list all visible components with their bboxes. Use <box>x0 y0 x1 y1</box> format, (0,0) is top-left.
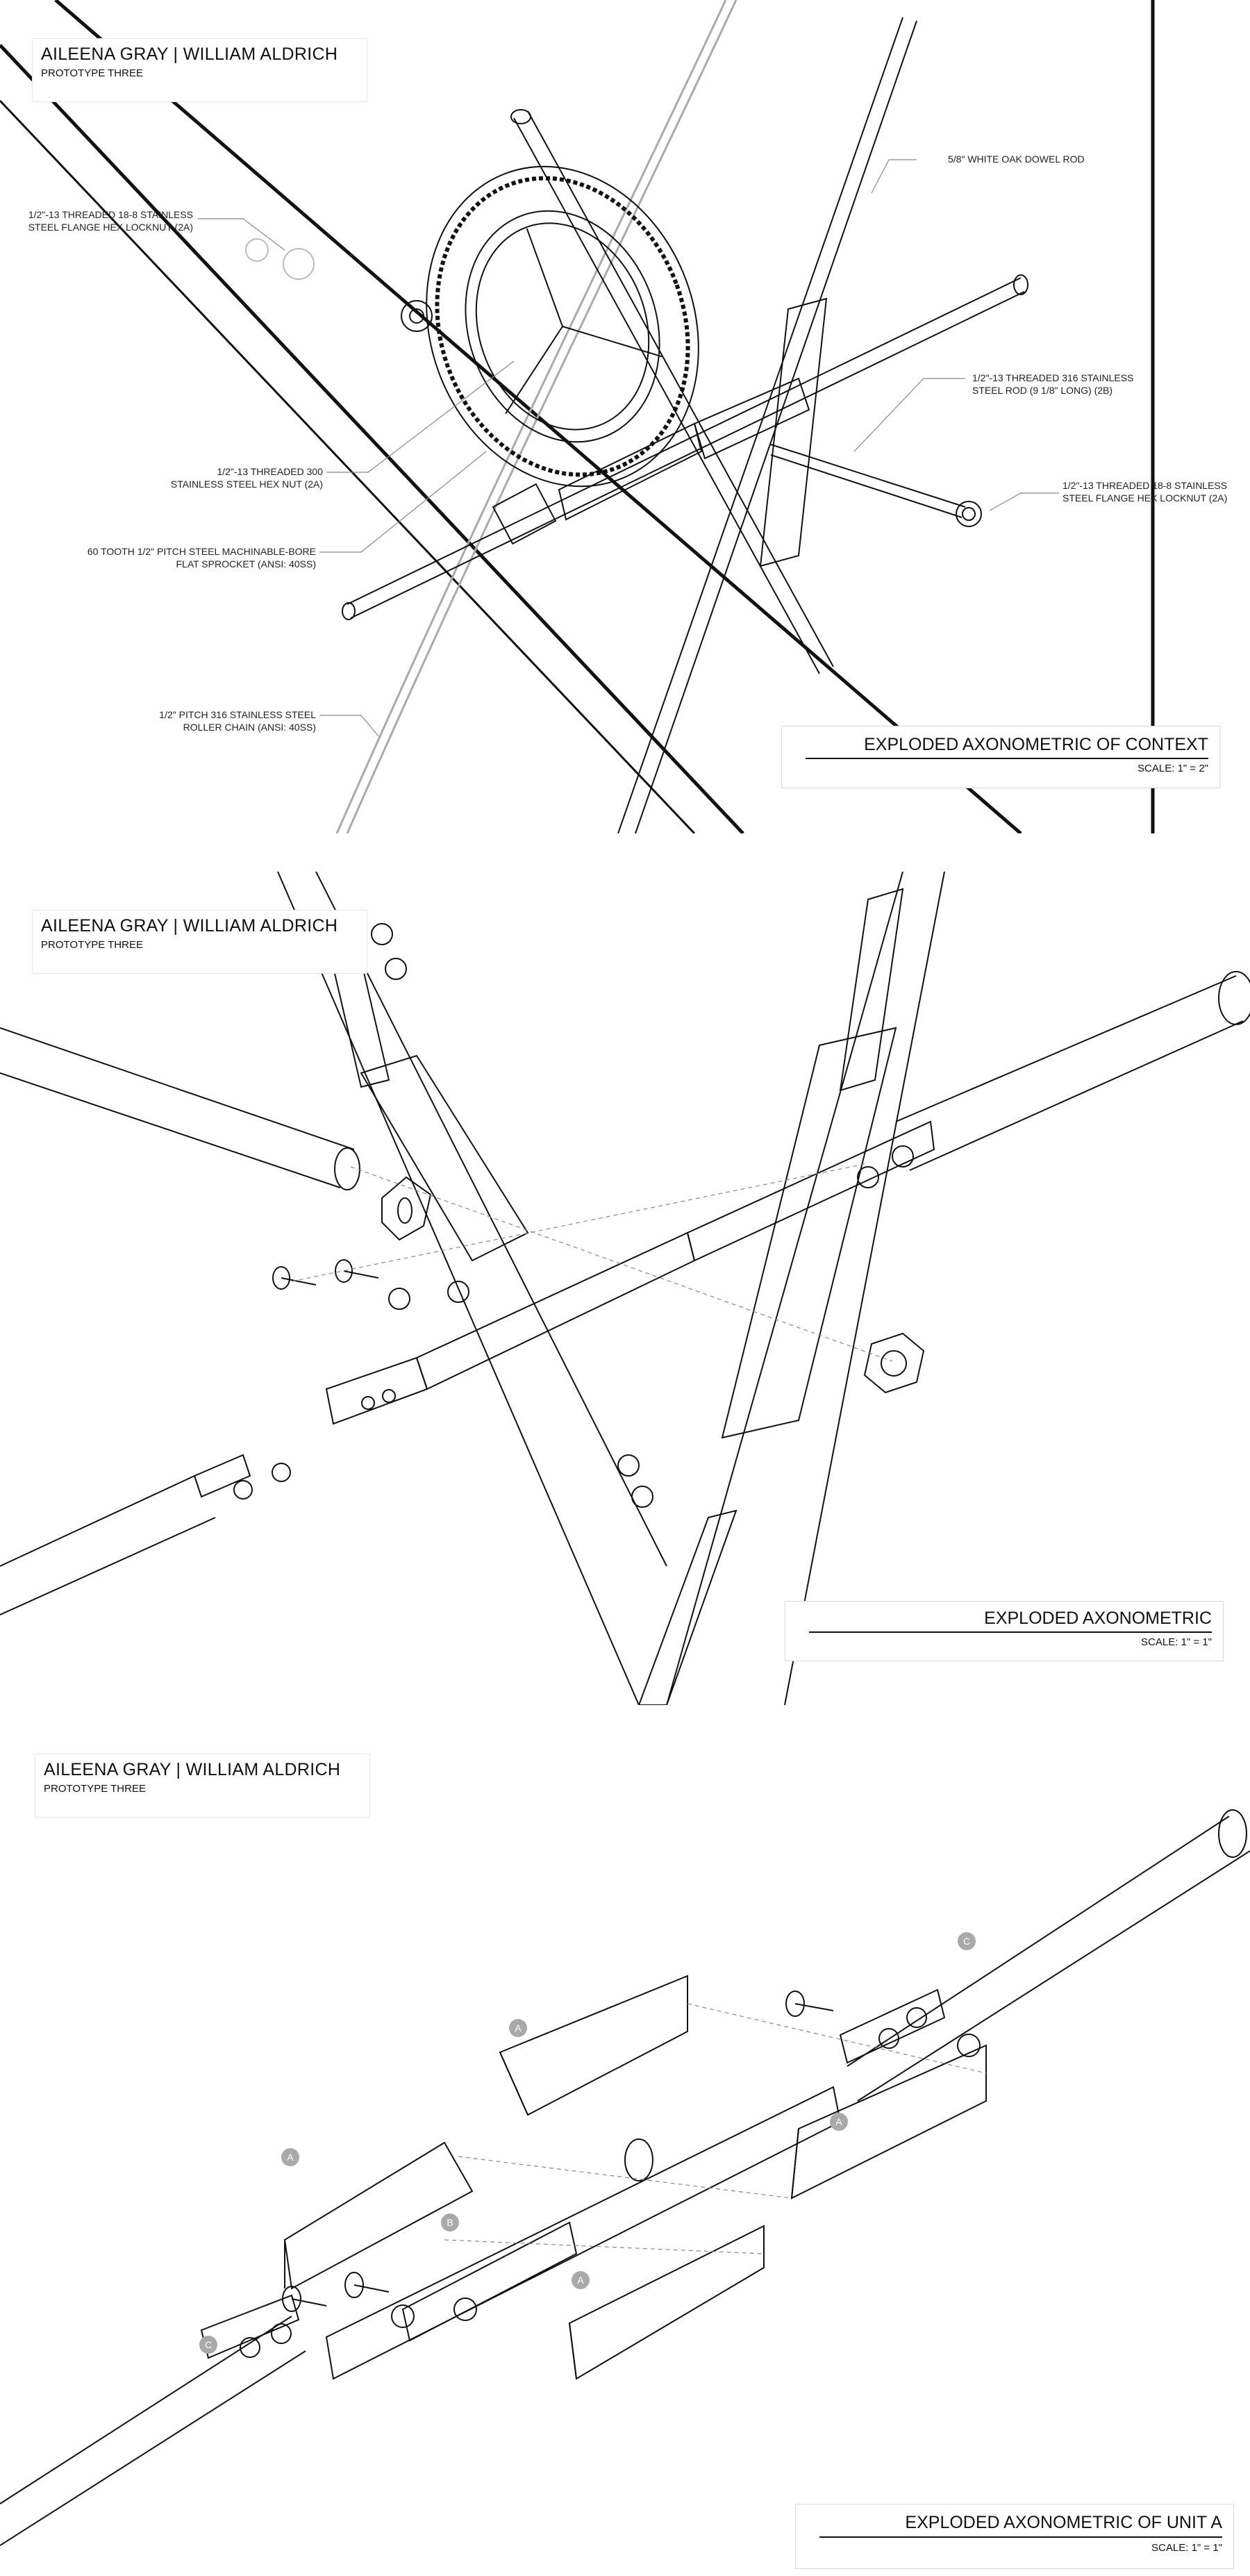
block-a <box>283 2141 474 2290</box>
part-tag: C <box>958 1932 976 1950</box>
dowel-left <box>0 2294 306 2546</box>
explode-lines <box>444 2003 987 2254</box>
part-tag: A <box>572 2271 590 2289</box>
title-block: AILEENA GRAY | WILLIAM ALDRICH PROTOTYPE… <box>32 910 367 974</box>
scale-note: SCALE: 1" = 2" <box>1138 763 1208 774</box>
exploded-drawing <box>0 872 1250 1705</box>
title-rule <box>809 1631 1212 1633</box>
title-block: AILEENA GRAY | WILLIAM ALDRICH PROTOTYPE… <box>32 38 367 102</box>
hex-nut-left <box>381 1176 432 1241</box>
part-tag: A <box>281 2148 299 2166</box>
callout-roller-chain: 1/2" PITCH 316 STAINLESS STEEL ROLLER CH… <box>159 709 316 733</box>
center-rod <box>325 1120 935 1425</box>
scale-note: SCALE: 1" = 1" <box>1151 2542 1222 2554</box>
callout-dowel: 5/8" WHITE OAK DOWEL ROD <box>948 153 1085 165</box>
authors-heading: AILEENA GRAY | WILLIAM ALDRICH <box>44 1760 341 1779</box>
dowel-right <box>839 1809 1250 2102</box>
view-title-block: EXPLODED AXONOMETRIC OF UNIT A SCALE: 1"… <box>795 2504 1234 2569</box>
project-name: PROTOTYPE THREE <box>41 67 143 79</box>
hex-locknut <box>863 1332 925 1394</box>
dowel-right <box>895 971 1250 1171</box>
unit-a-drawing <box>0 1809 1250 2546</box>
sheet-context: AILEENA GRAY | WILLIAM ALDRICH PROTOTYPE… <box>0 0 1250 833</box>
context-drawing <box>0 0 1155 833</box>
block-a <box>790 2044 987 2200</box>
context-line <box>0 99 696 833</box>
sprocket <box>426 165 699 488</box>
strut-upper-left <box>277 872 667 1705</box>
view-title-block: EXPLODED AXONOMETRIC SCALE: 1" = 1" <box>785 1601 1224 1661</box>
roller-chain <box>335 0 738 833</box>
left-hardware <box>245 238 433 332</box>
sheet-unit-a: A A A A B C C AILEENA GRAY | WILLIAM ALD… <box>0 1712 1250 2576</box>
part-tag: B <box>441 2213 459 2232</box>
sheet-exploded: AILEENA GRAY | WILLIAM ALDRICH PROTOTYPE… <box>0 872 1250 1705</box>
view-title-block: EXPLODED AXONOMETRIC OF CONTEXT SCALE: 1… <box>781 726 1220 788</box>
unit-blocks <box>492 297 828 567</box>
callout-right-locknut: 1/2"-13 THREADED 18-8 STAINLESS STEEL FL… <box>1062 480 1228 504</box>
threaded-rod <box>770 444 982 527</box>
title-rule <box>806 758 1208 759</box>
part-tag: C <box>199 2336 217 2354</box>
callout-hex-nut: 1/2"-13 THREADED 300 STAINLESS STEEL HEX… <box>170 466 323 490</box>
strut-right <box>638 872 945 1705</box>
dowel-rods <box>342 17 1028 833</box>
explode-lines <box>291 1163 893 1362</box>
view-title: EXPLODED AXONOMETRIC <box>984 1609 1212 1628</box>
dowel-lower-left <box>0 1454 291 1615</box>
part-tag: A <box>830 2113 848 2131</box>
view-title: EXPLODED AXONOMETRIC OF UNIT A <box>905 2513 1222 2532</box>
project-name: PROTOTYPE THREE <box>41 939 143 951</box>
title-rule <box>819 2536 1222 2538</box>
bolts <box>282 1991 981 2328</box>
callout-sprocket: 60 TOOTH 1/2" PITCH STEEL MACHINABLE-BOR… <box>87 546 316 570</box>
block-a <box>499 1975 688 2116</box>
callout-left-locknut: 1/2"-13 THREADED 18-8 STAINLESS STEEL FL… <box>28 209 193 233</box>
authors-heading: AILEENA GRAY | WILLIAM ALDRICH <box>41 44 338 64</box>
project-name: PROTOTYPE THREE <box>44 1783 146 1795</box>
callout-threaded-rod: 1/2"-13 THREADED 316 STAINLESS STEEL ROD… <box>972 372 1134 396</box>
context-line <box>0 44 744 833</box>
authors-heading: AILEENA GRAY | WILLIAM ALDRICH <box>41 916 338 936</box>
title-block: AILEENA GRAY | WILLIAM ALDRICH PROTOTYPE… <box>35 1754 370 1818</box>
leaders <box>198 159 1059 737</box>
scale-note: SCALE: 1" = 1" <box>1141 1636 1212 1648</box>
part-tag: A <box>509 2019 527 2037</box>
block-a <box>568 2225 765 2380</box>
view-title: EXPLODED AXONOMETRIC OF CONTEXT <box>864 735 1208 754</box>
bolts <box>272 923 914 1508</box>
dowel-left <box>0 1027 360 1190</box>
